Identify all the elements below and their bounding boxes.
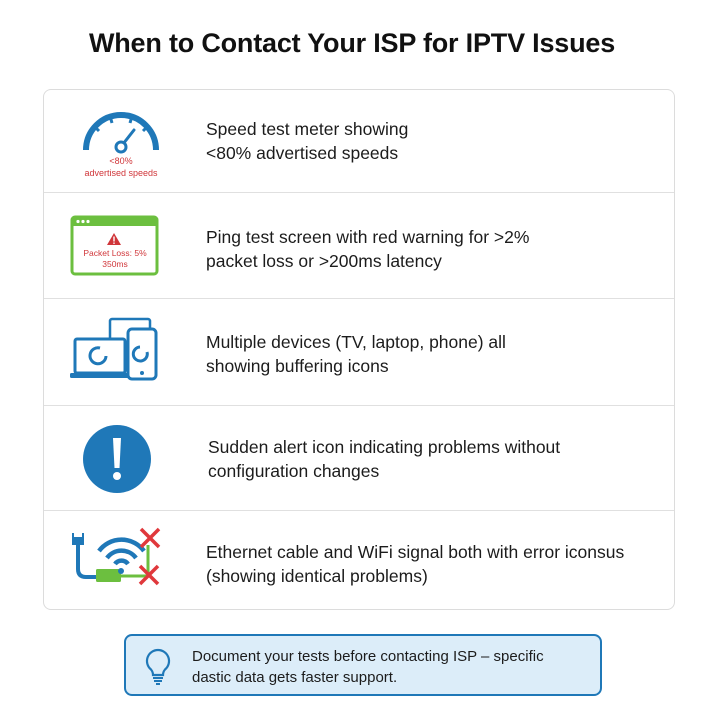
- speed-caption-label: advertised speeds: [84, 168, 158, 178]
- packet-loss-value: Packet Loss: 5%: [83, 248, 147, 258]
- item-text: Multiple devices (TV, laptop, phone) all…: [206, 330, 506, 378]
- lightbulb-icon: [144, 648, 172, 691]
- list-item-sudden-alert: Sudden alert icon indicating problems wi…: [44, 406, 674, 511]
- item-text-line2: packet loss or >200ms latency: [206, 251, 442, 271]
- ping-caption: Packet Loss: 5% 350ms: [70, 248, 160, 270]
- list-item-ping-test: Packet Loss: 5% 350ms Ping test screen w…: [44, 193, 674, 299]
- ethernet-wifi-error-icon: [66, 527, 176, 591]
- item-text-line1: Multiple devices (TV, laptop, phone) all: [206, 332, 506, 352]
- tip-text-line1: Document your tests before contacting IS…: [192, 648, 544, 665]
- list-item-ethernet-wifi: Ethernet cable and WiFi signal both with…: [44, 511, 674, 611]
- list-item-speed-test: <80% advertised speeds Speed test meter …: [44, 90, 674, 193]
- issues-card: <80% advertised speeds Speed test meter …: [43, 89, 675, 610]
- item-text-line1: Speed test meter showing: [206, 119, 409, 139]
- latency-value: 350ms: [102, 259, 128, 269]
- speedometer-icon: <80% advertised speeds: [66, 104, 176, 184]
- list-item-multiple-devices: Multiple devices (TV, laptop, phone) all…: [44, 299, 674, 406]
- item-text-line1: Ping test screen with red warning for >2…: [206, 227, 530, 247]
- tip-text: Document your tests before contacting IS…: [192, 646, 544, 688]
- tip-text-line2: dastic data gets faster support.: [192, 669, 398, 686]
- item-text-line1: Ethernet cable and WiFi signal both with…: [206, 542, 625, 562]
- item-text: Ethernet cable and WiFi signal both with…: [206, 540, 624, 588]
- item-text-line2: showing buffering icons: [206, 356, 389, 376]
- tip-callout: Document your tests before contacting IS…: [124, 634, 602, 696]
- speed-caption-percent: <80%: [109, 156, 133, 166]
- multiple-devices-buffering-icon: [68, 315, 178, 385]
- item-text-line2: configuration changes: [208, 461, 380, 481]
- item-text-line2: (showing identical problems): [206, 566, 428, 586]
- page-title: When to Contact Your ISP for IPTV Issues: [88, 28, 616, 58]
- item-text: Speed test meter showing <80% advertised…: [206, 117, 408, 165]
- item-text: Sudden alert icon indicating problems wi…: [208, 435, 560, 483]
- ping-warning-window-icon: Packet Loss: 5% 350ms: [70, 215, 180, 277]
- speed-caption: <80% advertised speeds: [66, 155, 176, 179]
- item-text-line2: <80% advertised speeds: [206, 143, 399, 163]
- item-text: Ping test screen with red warning for >2…: [206, 225, 529, 273]
- item-text-line1: Sudden alert icon indicating problems wi…: [208, 437, 561, 457]
- alert-exclamation-icon: [82, 424, 192, 493]
